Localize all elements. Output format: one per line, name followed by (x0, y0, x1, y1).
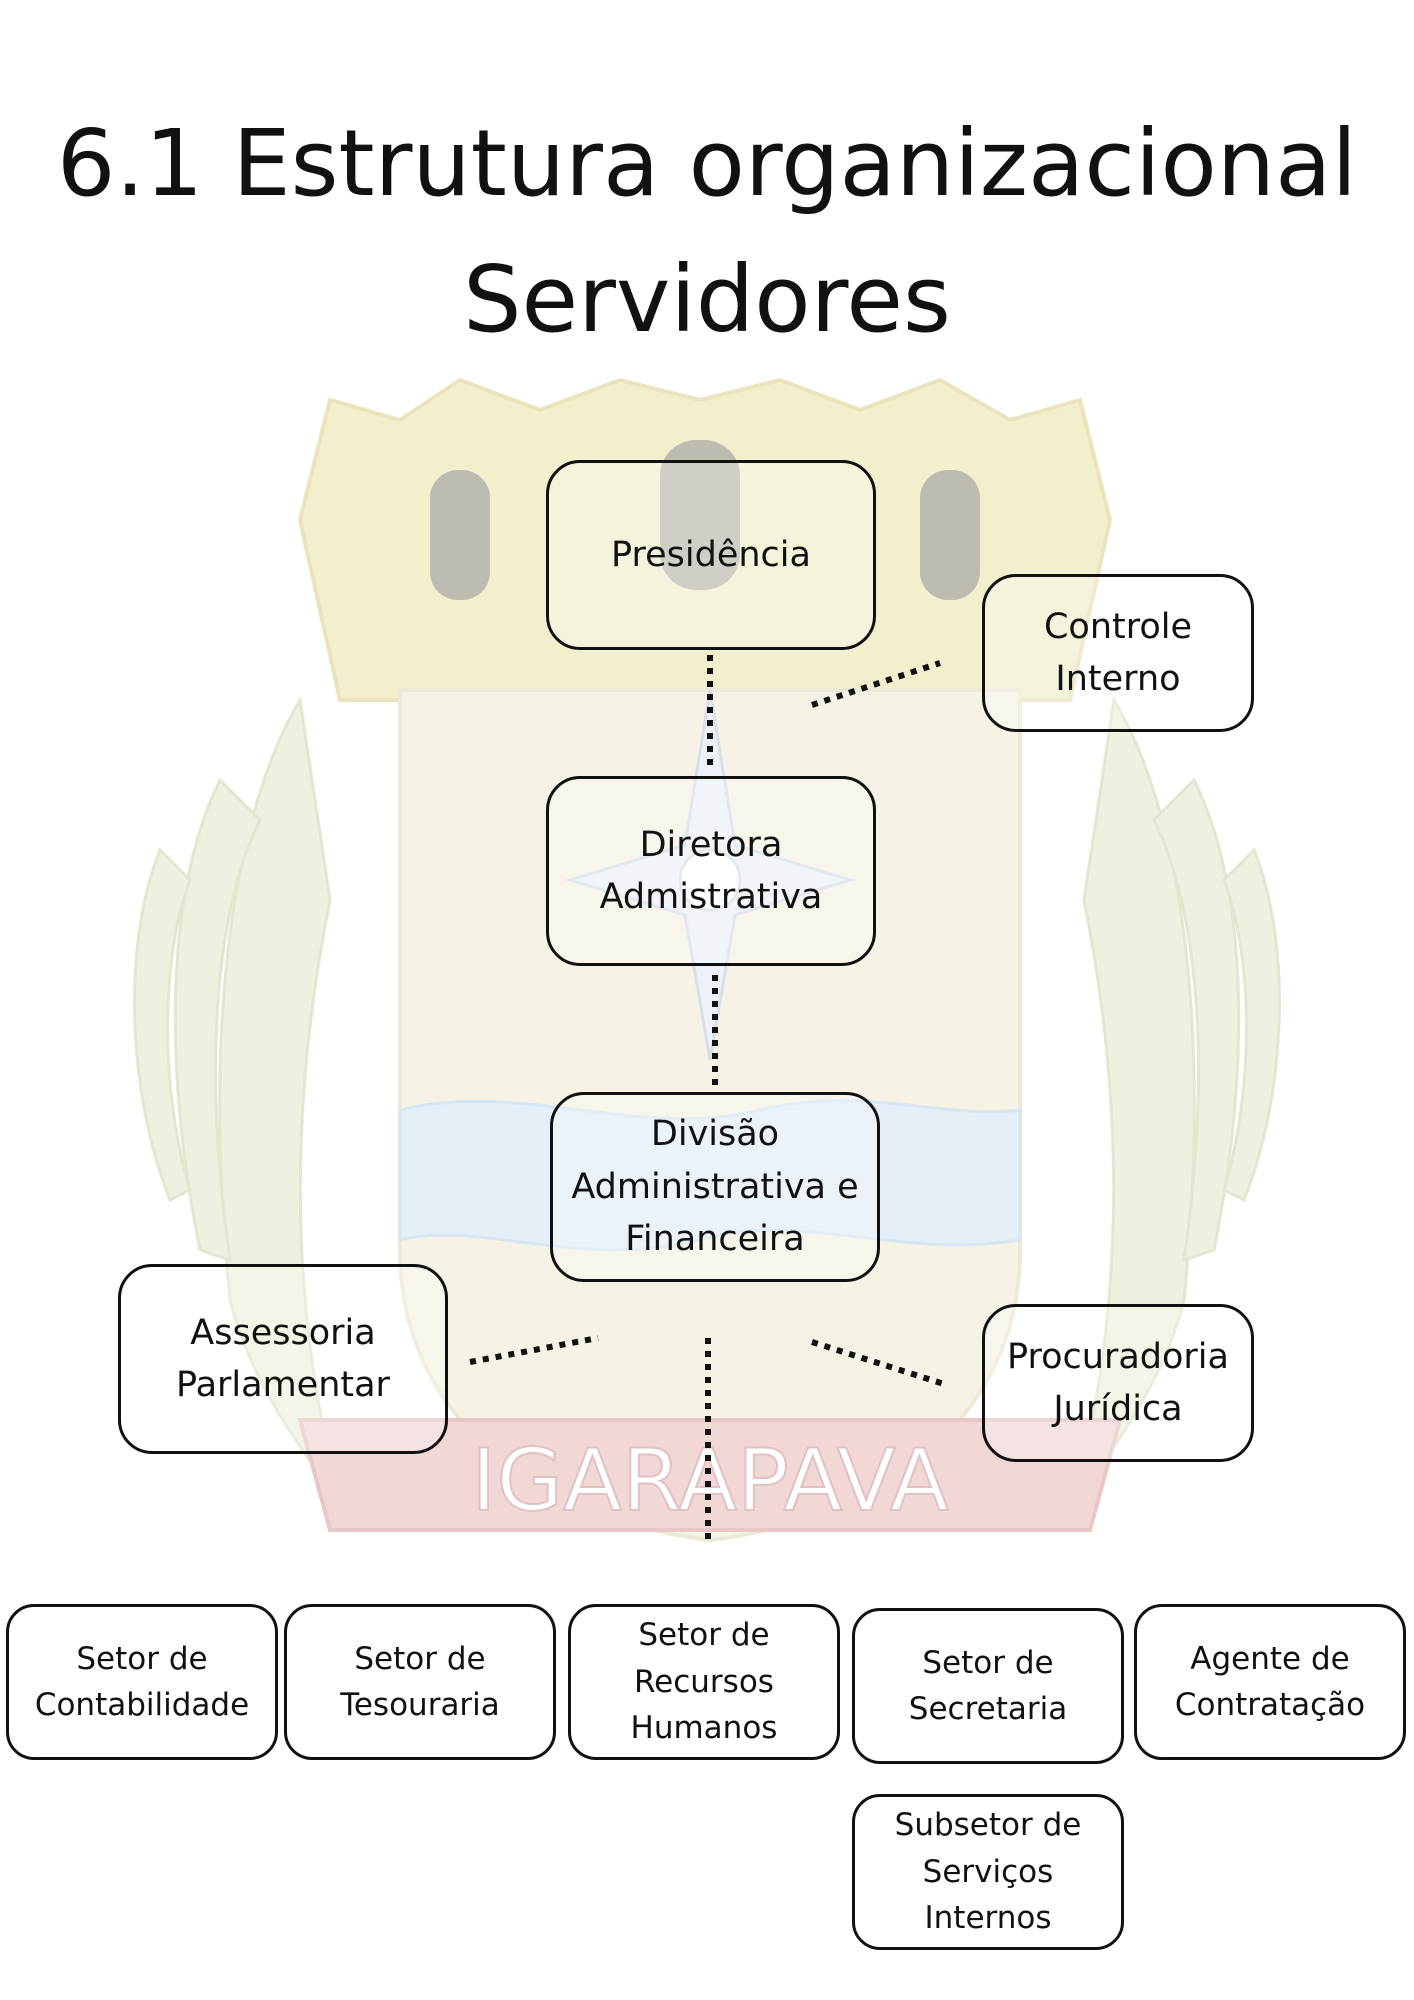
shield (398, 688, 1022, 1543)
leaves-left (133, 695, 342, 1501)
page-title-line-2: Servidores (463, 246, 951, 353)
node-divisao-administrativa-financeira: Divisão Administrativa e Financeira (550, 1092, 880, 1282)
node-setor-tesouraria: Setor de Tesouraria (284, 1604, 556, 1760)
node-subsetor-servicos-internos: Subsetor de Serviços Internos (852, 1794, 1124, 1950)
connector-assessoria (469, 1335, 599, 1365)
leaves-right (1072, 695, 1281, 1501)
node-controle-interno: Controle Interno (982, 574, 1254, 732)
node-setor-contabilidade: Setor de Contabilidade (6, 1604, 278, 1760)
node-procuradoria-juridica: Procuradoria Jurídica (982, 1304, 1254, 1462)
water-band (398, 1099, 1022, 1252)
ribbon (297, 1418, 1123, 1532)
node-presidencia: Presidência (546, 460, 876, 650)
node-assessoria-parlamentar: Assessoria Parlamentar (118, 1264, 448, 1454)
node-agente-contratacao: Agente de Contratação (1134, 1604, 1406, 1760)
connector-controle-interno (811, 660, 941, 708)
node-diretora-administrativa: Diretora Admistrativa (546, 776, 876, 966)
page-title-line-1: 6.1 Estrutura organizacional (56, 110, 1358, 217)
node-setor-recursos-humanos: Setor de Recursos Humanos (568, 1604, 840, 1760)
connector-procuradoria (811, 1339, 945, 1387)
crown (297, 377, 1113, 702)
node-setor-secretaria: Setor de Secretaria (852, 1608, 1124, 1764)
